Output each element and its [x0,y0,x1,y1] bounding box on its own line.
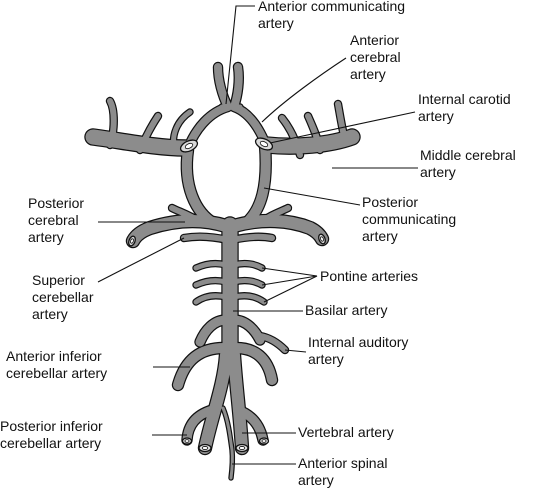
posterior-inferior-cerebellar-right [233,405,268,445]
right-mca-branch-2 [305,113,323,153]
internal-auditory-line-2: artery [308,351,344,367]
leader-internal-carotid [269,111,416,144]
left-mca-branch-2 [137,113,161,153]
anterior-communicating-line-1: Anterior communicating [258,0,405,14]
anterior-inferior-cerebellar-line-2: cerebellar artery [6,365,107,381]
pontine-artery-left-3 [193,293,229,305]
internal-auditory-line-1: Internal auditory [308,334,408,350]
label-pontine-arteries: Pontine arteries [320,268,418,284]
leader-lines [97,5,418,465]
right-posterior-cerebral-cut-end-lumen [320,236,324,242]
lower-branch-left [173,343,229,390]
label-vertebral-artery: Vertebral artery [298,424,394,440]
left-pica-cut-end-lumen [184,439,190,443]
leader-pontine-2 [261,275,318,286]
posterior-cerebral-branch-right [259,205,291,225]
left-mca-branch-3 [171,109,193,155]
pontine-artery-right-1 [231,261,265,271]
pontine-artery-right-2 [231,278,265,288]
left-internal-carotid-cut-end-lumen [184,142,194,150]
left-posterior-cerebral-cut-end-lumen [130,238,134,244]
right-internal-carotid-cut-end-lumen [259,140,269,148]
left-mca-branch-1 [107,98,117,148]
posterior-communicating-line-2: communicating [362,211,456,227]
superior-cerebellar-branch-right [229,233,275,243]
pontine-line-1: Pontine arteries [320,268,418,284]
anterior-spinal-line-2: artery [298,472,334,488]
leader-internal-auditory [284,349,307,353]
leader-pontine-1 [261,267,318,277]
label-basilar-artery: Basilar artery [305,302,387,318]
superior-cerebellar-line-2: cerebellar [32,289,94,305]
leader-anterior-cerebral [261,57,347,123]
left-vertebral-artery [199,349,232,454]
superior-cerebellar-line-3: artery [32,306,68,322]
posterior-cerebral-line-3: artery [28,229,64,245]
superior-cerebellar-branch-left [181,233,231,243]
vertebral-line-1: Vertebral artery [298,424,394,440]
anterior-cerebral-line-2: cerebral [350,49,401,65]
right-mca-branch-3 [279,115,303,158]
superior-cerebellar-line-1: Superior [32,272,85,288]
posterior-inferior-cerebellar-left [182,405,217,445]
middle-cerebral-line-2: artery [420,164,456,180]
right-pica-cut-end-lumen [261,439,267,443]
leader-superior-cerebellar [97,237,185,283]
internal-carotid-line-2: artery [418,108,454,124]
right-mca-branch-1 [335,101,348,143]
posterior-cerebral-line-2: cerebral [28,212,79,228]
pontine-artery-right-3 [231,293,267,305]
posterior-communicating-line-1: Posterior [362,194,418,210]
posterior-inferior-cerebellar-line-1: Posterior inferior [0,418,103,434]
posterior-communicating-line-3: artery [362,228,398,244]
pontine-artery-left-1 [193,261,229,271]
lower-branch-right [231,343,277,385]
anterior-inferior-cerebellar-left [195,315,231,347]
basilar-line-1: Basilar artery [305,302,387,318]
leader-posterior-communicating [263,187,361,206]
internal-auditory-artery [257,333,288,353]
internal-carotid-line-1: Internal carotid [418,91,511,107]
anterior-cerebral-line-3: artery [350,66,386,82]
arterial-tree [84,61,361,481]
left-vertebral-cut-end-lumen [201,446,209,450]
right-vertebral-artery [228,349,248,454]
leader-anterior-communicating [225,5,255,105]
anterior-cerebral-line-1: Anterior [350,32,399,48]
left-posterior-communicating-artery [181,145,220,229]
posterior-inferior-cerebellar-line-2: cerebellar artery [0,435,101,451]
right-posterior-communicating-artery [240,140,271,229]
pontine-artery-left-2 [193,278,229,288]
middle-cerebral-line-1: Middle cerebral [420,147,516,163]
anterior-inferior-cerebellar-line-1: Anterior inferior [6,348,102,364]
posterior-cerebral-line-1: Posterior [28,195,84,211]
anterior-spinal-artery [221,406,234,480]
leader-pontine-3 [263,275,318,303]
anterior-communicating-line-2: artery [258,15,294,31]
posterior-cerebral-branch-left [169,205,203,225]
artery-fills [85,63,360,480]
right-vertebral-cut-end-lumen [238,446,246,450]
cut-vessel-ends [128,137,326,453]
anterior-spinal-line-1: Anterior spinal [298,455,388,471]
